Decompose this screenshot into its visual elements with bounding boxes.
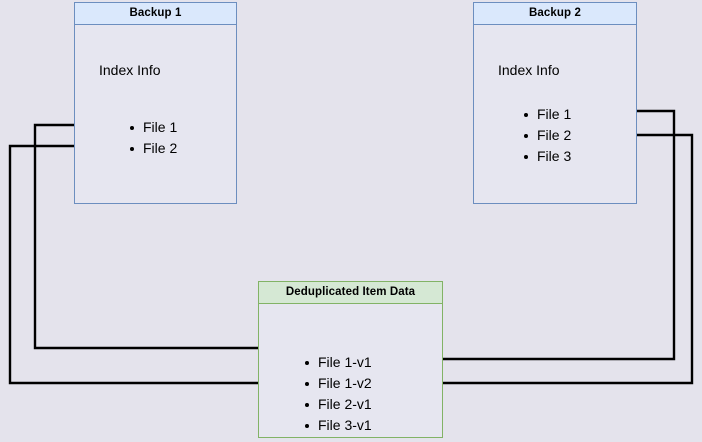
- deduplicated-item-data-box[interactable]: Deduplicated Item Data File 1-v1 File 1-…: [258, 281, 443, 438]
- backup1-file-list: File 1 File 2: [129, 117, 177, 159]
- backup2-file-item[interactable]: File 2: [523, 125, 571, 146]
- backup1-index-info-label: Index Info: [99, 62, 161, 78]
- backup2-box[interactable]: Backup 2 Index Info File 1 File 2 File 3: [473, 2, 637, 204]
- backup2-file-item[interactable]: File 1: [523, 104, 571, 125]
- backup1-file-item[interactable]: File 1: [129, 117, 177, 138]
- dedup-title: Deduplicated Item Data: [259, 282, 442, 304]
- dedup-item-list: File 1-v1 File 1-v2 File 2-v1 File 3-v1: [304, 352, 372, 436]
- dedup-item[interactable]: File 1-v2: [304, 373, 372, 394]
- dedup-item[interactable]: File 1-v1: [304, 352, 372, 373]
- backup2-file-item[interactable]: File 3: [523, 146, 571, 167]
- backup1-title: Backup 1: [75, 3, 236, 25]
- dedup-item[interactable]: File 2-v1: [304, 394, 372, 415]
- backup1-body: Index Info File 1 File 2: [75, 25, 236, 203]
- backup1-box[interactable]: Backup 1 Index Info File 1 File 2: [74, 2, 237, 204]
- dedup-item[interactable]: File 3-v1: [304, 415, 372, 436]
- dedup-body: File 1-v1 File 1-v2 File 2-v1 File 3-v1: [259, 304, 442, 437]
- backup2-file-list: File 1 File 2 File 3: [523, 104, 571, 167]
- backup2-title: Backup 2: [474, 3, 636, 25]
- backup1-file-item[interactable]: File 2: [129, 138, 177, 159]
- backup2-index-info-label: Index Info: [498, 62, 560, 78]
- backup2-body: Index Info File 1 File 2 File 3: [474, 25, 636, 203]
